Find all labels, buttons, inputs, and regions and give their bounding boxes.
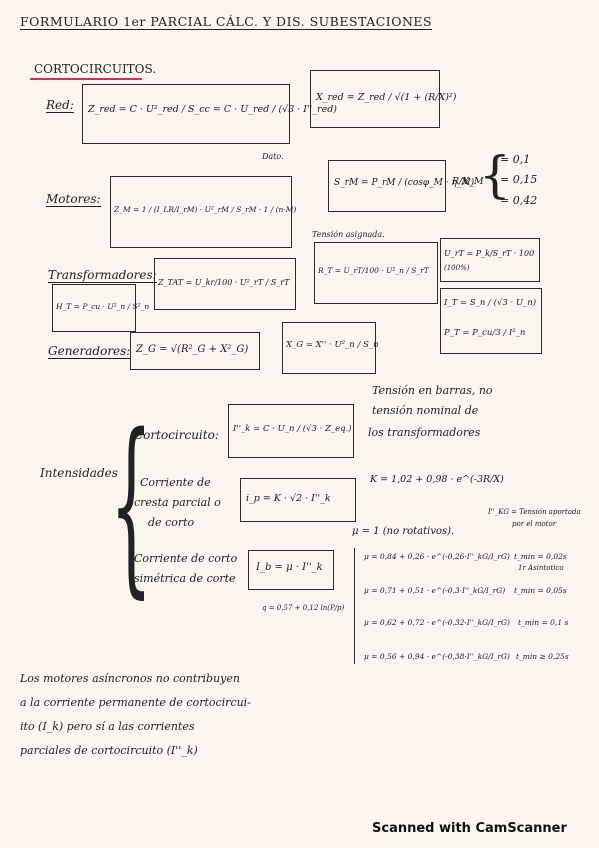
ik-note-1: Tensión en barras, no: [372, 384, 493, 397]
rx-value-2: = 0,15: [500, 173, 538, 186]
urt-note: (100%): [444, 264, 470, 272]
ik-box: [228, 404, 354, 458]
q-formula: q = 0,57 + 0,12 ln(P/p): [262, 604, 345, 612]
zm-box: [110, 176, 292, 248]
srm-box: [328, 160, 446, 212]
xg-box: [282, 322, 376, 374]
transformadores-label: Transformadores:: [48, 268, 157, 283]
ztat-formula: Z_TAT = U_kr/100 · U²_rT / S_rT: [158, 278, 290, 287]
ik-note-2: tensión nominal de: [372, 404, 479, 417]
it-formula: I_T = S_n / (√3 · U_n): [444, 298, 537, 308]
mu-bracket-line: [354, 548, 356, 664]
ib-box: [248, 550, 334, 590]
section-underline: [30, 78, 142, 80]
generadores-label: Generadores:: [48, 344, 131, 359]
zred-box: [82, 84, 290, 144]
dato-note: Dato.: [262, 152, 284, 161]
pt-formula: P_T = P_cu/3 / I²_n: [444, 328, 526, 338]
srm-formula: S_rM = P_rM / (cosφ_M · η_M): [334, 178, 475, 188]
rx-brace: {: [479, 146, 511, 204]
rx-value-3: = 0,42: [500, 194, 538, 207]
urt-formula: U_rT = P_k/S_rT · 100: [444, 249, 535, 258]
section-cortocircuitos: CORTOCIRCUITOS.: [34, 62, 157, 76]
mu-row-2-tmin: t_min = 0,05s: [514, 586, 567, 595]
cresta-label-3: de corto: [148, 516, 195, 529]
mu-row-4-tmin: t_min ≥ 0,25s: [516, 652, 569, 661]
simetrica-label-1: Corriente de corto: [134, 552, 238, 565]
ikg-note-1: I''_KG = Tensión aportada: [488, 508, 581, 516]
cresta-label-1: Corriente de: [140, 476, 211, 489]
mu-row-1-note: 1r Asintotico: [518, 564, 564, 572]
mu-row-3: μ = 0,62 + 0,72 · e^(-0,32·I''_kG/I_rG): [364, 618, 510, 627]
rx-label: R/X_M: [452, 176, 484, 187]
motores-note-2: a la corriente permanente de cortocircui…: [20, 696, 251, 709]
zg-box: [130, 332, 260, 370]
rt-box: [314, 242, 438, 304]
ik-note-3: los transformadores: [368, 426, 481, 439]
zred-formula: Z_red = C · U²_red / S_cc = C · U_red / …: [88, 104, 337, 115]
ip-box: [240, 478, 356, 522]
ip-formula: i_p = K · √2 · I''_k: [246, 493, 331, 504]
mu-row-1: μ = 0,84 + 0,26 · e^(-0,26·I''_kG/I_rG): [364, 552, 510, 561]
cortocircuito-label: Cortocircuito:: [134, 428, 219, 442]
motores-note-3: ito (I_k) pero sí a las corrientes: [20, 720, 195, 733]
xred-formula: X_red = Z_red / √(1 + (R/X)²): [316, 92, 457, 103]
tension-asignada-note: Tensión asignada.: [312, 230, 385, 239]
ht-box: [52, 284, 136, 332]
simetrica-label-2: simétrica de corte: [134, 572, 236, 585]
red-label: Red:: [46, 98, 74, 113]
it-pt-box: [440, 288, 542, 354]
page-title: FORMULARIO 1er PARCIAL CÁLC. Y DIS. SUBE…: [20, 14, 433, 30]
k-formula: K = 1,02 + 0,98 · e^(-3R/X): [370, 474, 504, 485]
rx-value-1: = 0,1: [500, 153, 531, 166]
rt-formula: R_T = U_rT/100 · U²_n / S_rT: [318, 266, 429, 275]
ztat-box: [154, 258, 296, 310]
ht-formula: H_T = P_cu · U²_n / S²_n: [56, 302, 150, 311]
zm-formula: Z_M = 1 / (I_LR/I_rM) · U²_rM / S_rM · 1…: [114, 205, 297, 214]
xred-box: [310, 70, 440, 128]
ib-formula: I_b = μ · I''_k: [256, 562, 323, 573]
cresta-label-2: cresta parcial o: [134, 496, 221, 509]
mu-row-2: μ = 0,71 + 0,51 · e^(-0,3·I''_kG/I_rG): [364, 586, 506, 595]
ikg-note-2: por el motor: [512, 520, 557, 528]
intensidades-label: Intensidades: [40, 466, 118, 480]
motores-note-4: parciales de cortocircuito (I''_k): [20, 744, 198, 757]
ik-formula: I''_k = C · U_n / (√3 · Z_eq.): [233, 424, 352, 434]
zg-formula: Z_G = √(R²_G + X²_G): [136, 344, 249, 355]
motores-note-1: Los motores asíncronos no contribuyen: [20, 672, 240, 685]
mu-row-1-tmin: t_min = 0,02s: [514, 552, 567, 561]
xg-formula: X_G = X'' · U²_n / S_n: [286, 340, 379, 350]
intensidades-brace: {: [110, 394, 153, 615]
urt-box: [440, 238, 540, 282]
mu-row-3-tmin: t_min = 0,1 s: [518, 618, 569, 627]
scanner-watermark: Scanned with CamScanner: [372, 821, 567, 836]
mu-row-4: μ = 0,56 + 0,94 · e^(-0,38·I''_kG/I_rG): [364, 652, 510, 661]
mu-no-rotativos: μ = 1 (no rotativos).: [352, 526, 455, 537]
motores-label: Motores:: [46, 192, 101, 207]
